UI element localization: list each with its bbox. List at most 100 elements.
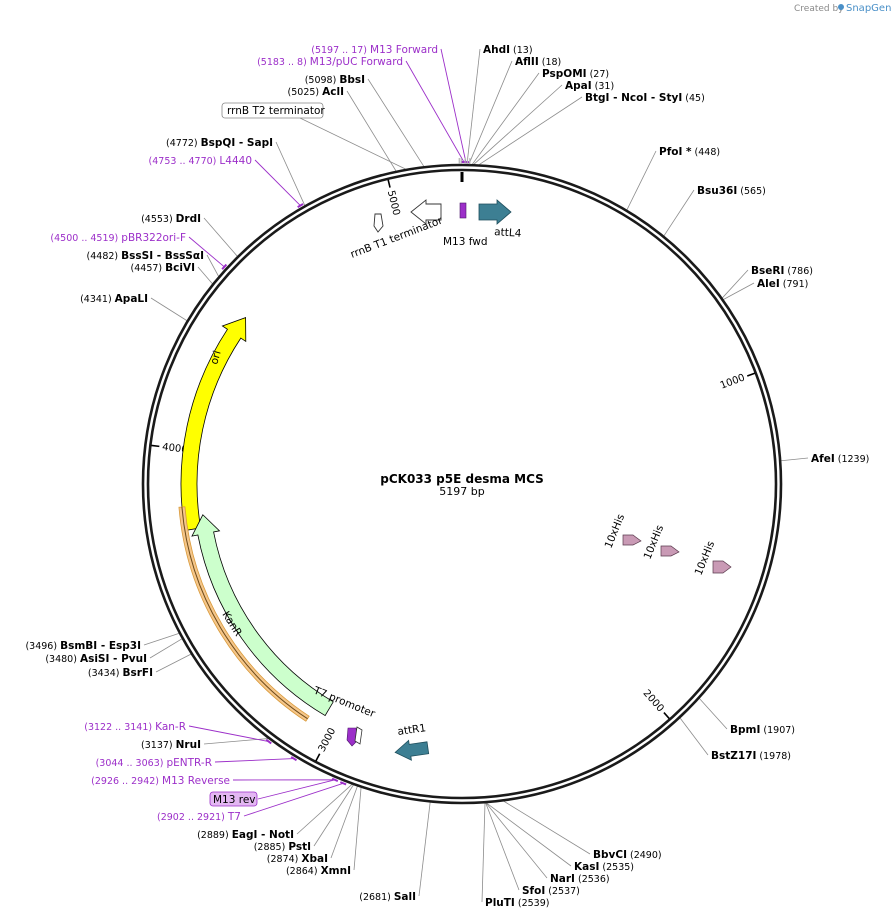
m13-fwd-feature[interactable] <box>459 202 467 219</box>
enzyme-position: (2535) <box>599 862 634 873</box>
enzyme-name: BtgI <box>585 92 609 104</box>
primer-name: T7 <box>227 811 241 823</box>
enzyme-name: BpmI <box>730 724 760 736</box>
enzyme-leader-btgi <box>479 96 583 165</box>
attl4-feature-arrow[interactable] <box>478 199 512 225</box>
enzyme-label-acli[interactable]: (5025) AclI <box>288 86 344 98</box>
enzyme-label-afei[interactable]: AfeI (1239) <box>811 453 869 465</box>
enzyme-leader-asisi <box>149 638 183 659</box>
enzyme-label-bpmi[interactable]: BpmI (1907) <box>730 724 795 736</box>
enzyme-label-nari[interactable]: NarI (2536) <box>550 873 610 885</box>
enzyme-label-kasi[interactable]: KasI (2535) <box>574 861 634 873</box>
m13-rev-leader <box>257 779 336 800</box>
enzyme-label-pspomi[interactable]: PspOMI (27) <box>542 68 609 80</box>
enzyme-label-asisi[interactable]: (3480) AsiSI - PvuI <box>45 653 147 665</box>
ori-feature-arrow[interactable] <box>180 317 247 532</box>
enzyme-position: (18) <box>539 57 562 68</box>
primer-label-l4440[interactable]: (4753 .. 4770) L4440 <box>149 155 252 167</box>
primer-site-kan-r <box>265 738 272 745</box>
enzyme-leader-bsrfi <box>155 653 192 673</box>
primer-label-m13-forward[interactable]: (5197 .. 17) M13 Forward <box>311 44 438 56</box>
rrnb-t2-leader <box>299 117 406 170</box>
site-labels: AhdI (13)AflII (18)PspOMI (27)ApaI (31)B… <box>25 44 869 909</box>
enzyme-label-xbai[interactable]: (2874) XbaI <box>267 853 328 865</box>
rrnb-t2-box <box>221 102 324 119</box>
enzyme-label-bsssi[interactable]: (4482) BssSI - BssSαI <box>87 250 204 262</box>
enzyme-name: NruI <box>176 739 201 751</box>
enzyme-label-bcivi[interactable]: (4457) BciVI <box>131 262 195 274</box>
rrnb-t2-terminator-feature[interactable] <box>373 213 384 233</box>
enzyme-name: AleI <box>757 278 780 290</box>
enzyme-label-pfoi[interactable]: PfoI * (448) <box>659 146 720 158</box>
primer-leader-t7 <box>243 782 344 817</box>
enzyme-label-bspqi[interactable]: (4772) BspQI - SapI <box>166 137 273 149</box>
enzyme-name: BciVI <box>165 262 195 274</box>
enzyme-leader-pluti <box>481 803 486 903</box>
enzyme-label-sali[interactable]: (2681) SalI <box>359 891 416 903</box>
primer-label-m13-puc-forward[interactable]: (5183 .. 8) M13/pUC Forward <box>257 56 403 68</box>
rrnb-t1-terminator-feature[interactable] <box>410 199 442 225</box>
enzyme-label-bsrfi[interactable]: (3434) BsrFI <box>88 667 153 679</box>
enzyme-label-apai[interactable]: ApaI (31) <box>565 80 614 92</box>
primer-label-t7[interactable]: (2902 .. 2921) T7 <box>157 811 241 823</box>
enzyme-label-xmni[interactable]: (2864) XmnI <box>286 865 351 877</box>
enzyme-label-bbvci[interactable]: BbvCI (2490) <box>593 849 662 861</box>
enzyme-position: (45) <box>682 93 705 104</box>
primer-name: M13 Reverse <box>162 775 230 787</box>
enzyme-leader-afei <box>781 457 809 462</box>
tick-label-2000: 2000 <box>641 688 666 714</box>
enzyme-label-bseri[interactable]: BseRI (786) <box>751 265 813 277</box>
enzyme-label-pluti[interactable]: PluTI (2539) <box>485 897 549 909</box>
enzyme-name: ApaLI <box>115 293 148 305</box>
his-tag-3-arrow[interactable] <box>712 560 732 574</box>
enzyme-label-nrui[interactable]: (3137) NruI <box>141 739 201 751</box>
rrnb-t2-boxed-label: rrnB T2 terminator <box>221 102 325 119</box>
primer-label-m13-reverse[interactable]: (2926 .. 2942) M13 Reverse <box>91 775 230 787</box>
rrnb-t1-label: rrnB T1 terminator <box>349 214 445 260</box>
enzyme-label-bsmbi[interactable]: (3496) BsmBI - Esp3I <box>25 640 141 652</box>
enzyme-leader-apali <box>150 297 188 321</box>
enzyme-label-alei[interactable]: AleI (791) <box>757 278 808 290</box>
t7-promoter-feature[interactable] <box>354 726 363 745</box>
primer-label-pbr322ori-f[interactable]: (4500 .. 4519) pBR322ori-F <box>50 232 186 244</box>
primer-range: (5197 .. 17) <box>311 45 370 56</box>
enzyme-name: - NotI <box>257 829 294 841</box>
enzyme-label-psti[interactable]: (2885) PstI <box>254 841 311 853</box>
primer-label-pentr-r[interactable]: (3044 .. 3063) pENTR-R <box>96 757 212 769</box>
enzyme-name: AsiSI <box>80 653 109 665</box>
his-tag-1-arrow[interactable] <box>622 534 642 546</box>
attr1-feature-arrow[interactable] <box>394 738 430 762</box>
enzyme-label-eagi[interactable]: (2889) EagI - NotI <box>197 829 294 841</box>
enzyme-label-aflii[interactable]: AflII (18) <box>515 56 561 68</box>
kanr-feature-arrow[interactable] <box>191 514 334 717</box>
enzyme-name: AflII <box>515 56 539 68</box>
enzyme-label-sfoi[interactable]: SfoI (2537) <box>522 885 580 897</box>
enzyme-name: BssSI <box>121 250 153 262</box>
enzyme-label-bbsi[interactable]: (5098) BbsI <box>305 74 365 86</box>
primer-label-kan-r[interactable]: (3122 .. 3141) Kan-R <box>84 721 186 733</box>
enzyme-label-bsu36i[interactable]: Bsu36I (565) <box>697 185 766 197</box>
enzyme-leader-bsssi <box>206 254 219 277</box>
enzyme-position: (786) <box>784 266 813 277</box>
enzyme-label-ahdi[interactable]: AhdI (13) <box>483 44 533 56</box>
enzyme-label-drdi[interactable]: (4553) DrdI <box>141 213 201 225</box>
primer-name: M13 Forward <box>370 44 438 56</box>
enzyme-label-bstz17i[interactable]: BstZ17I (1978) <box>711 750 791 762</box>
enzyme-leader-bstz17i <box>679 717 709 756</box>
snapgene-credit: Created by SnapGene <box>794 3 892 14</box>
site-markers <box>458 157 471 165</box>
enzyme-leader-eagi <box>296 784 353 835</box>
enzyme-label-apali[interactable]: (4341) ApaLI <box>80 293 148 305</box>
label-leader-lines <box>143 48 809 903</box>
enzyme-position: (3137) <box>141 740 176 751</box>
m13fwd-label: M13 fwd <box>443 236 488 248</box>
enzyme-leader-acli <box>346 90 397 172</box>
enzyme-leader-bsmbi <box>143 633 180 646</box>
tick-mark-1000 <box>746 372 756 377</box>
enzyme-position: (3480) <box>45 654 80 665</box>
enzyme-name: DrdI <box>176 213 201 225</box>
enzyme-label-btgi[interactable]: BtgI - NcoI - StyI (45) <box>585 92 705 104</box>
his-tag-2-arrow[interactable] <box>660 545 680 557</box>
enzyme-name: BbsI <box>339 74 365 86</box>
enzyme-leader-bbvci <box>503 800 591 855</box>
